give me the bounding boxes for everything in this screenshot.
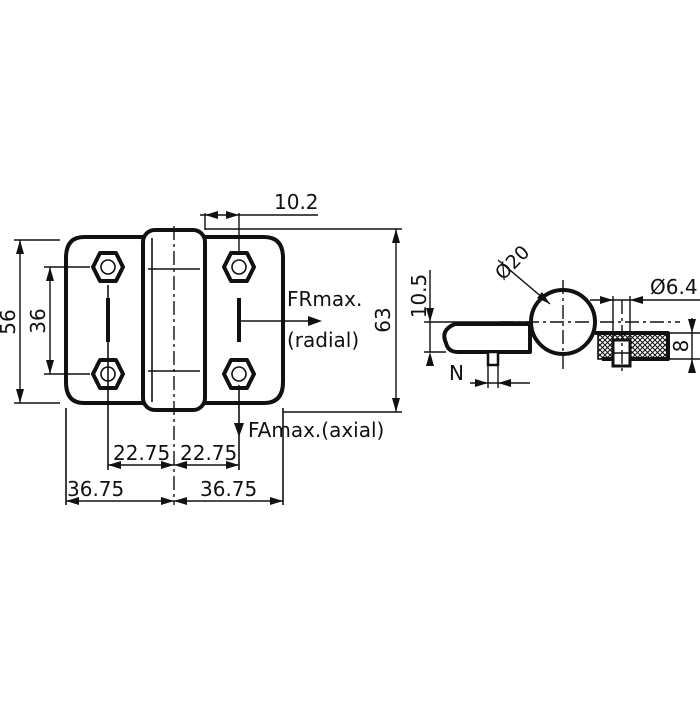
side-base-plate bbox=[442, 322, 532, 354]
side-view: 10.5 Ø20 Ø6.4 8 N bbox=[407, 241, 700, 388]
dim-56-label: 56 bbox=[0, 309, 20, 334]
side-stud bbox=[486, 350, 500, 367]
dim-diameter-20-label: Ø20 bbox=[491, 241, 534, 284]
hex-nut-top-right bbox=[222, 251, 256, 283]
dim-36-75-right-label: 36.75 bbox=[200, 477, 257, 501]
force-axial-label: FAmax.(axial) bbox=[248, 418, 384, 442]
left-leaf-outline bbox=[64, 235, 145, 405]
dim-8-label: 8 bbox=[669, 340, 693, 353]
dim-10-5-label: 10.5 bbox=[407, 274, 431, 319]
dim-36-label: 36 bbox=[26, 308, 50, 333]
right-leaf-outline bbox=[205, 235, 285, 405]
dim-n-label: N bbox=[449, 361, 464, 385]
dim-22-75-left-label: 22.75 bbox=[113, 441, 170, 465]
side-hatched-section bbox=[597, 333, 669, 360]
dim-10-2-label: 10.2 bbox=[274, 190, 319, 214]
hex-nut-top-left bbox=[91, 251, 125, 283]
dim-36-75-left-label: 36.75 bbox=[67, 477, 124, 501]
hex-nut-bottom-right bbox=[222, 358, 256, 390]
force-radial-label-2: (radial) bbox=[287, 328, 359, 352]
front-view: 56 36 63 10.2 FRmax. (radial) FAmax.(axi… bbox=[0, 190, 402, 505]
dim-63-label: 63 bbox=[371, 307, 395, 332]
dim-diameter-6-4-label: Ø6.4 bbox=[650, 275, 698, 299]
force-radial-label-1: FRmax. bbox=[287, 287, 362, 311]
dim-22-75-right-label: 22.75 bbox=[180, 441, 237, 465]
